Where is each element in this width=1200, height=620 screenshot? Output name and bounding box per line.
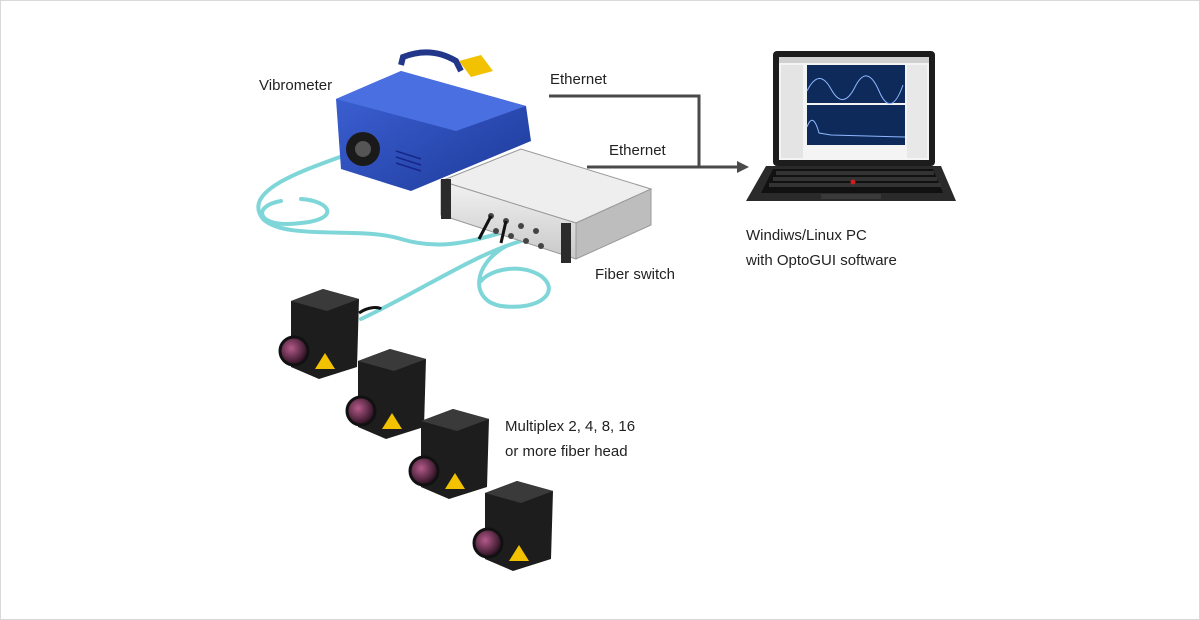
ethernet-line-vibrometer	[549, 94, 701, 167]
fiber-cable-vibrometer	[256, 151, 503, 247]
laptop-pc-icon	[746, 51, 956, 201]
label-ethernet-top: Ethernet	[550, 71, 607, 88]
vibrometer-device-icon	[336, 49, 531, 191]
fiber-sensor-head-icon	[408, 409, 489, 499]
fiber-sensor-head-icon	[345, 349, 426, 439]
ethernet-connections	[549, 94, 749, 173]
fiber-sensor-head-icon	[278, 289, 383, 379]
label-multiplex-line2: or more fiber head	[505, 443, 628, 460]
label-vibrometer: Vibrometer	[259, 77, 333, 94]
label-pc-line2: with OptoGUI software	[746, 252, 897, 269]
label-ethernet-bottom: Ethernet	[609, 142, 666, 159]
label-multiplex-line1: Multiplex 2, 4, 8, 16	[505, 418, 636, 435]
ethernet-arrowhead	[737, 161, 749, 173]
fiber-cables	[256, 151, 551, 321]
fiber-cable-coil-right	[477, 244, 551, 309]
fiber-switch-device-icon	[439, 148, 653, 263]
label-fiber-switch: Fiber switch	[595, 266, 676, 283]
label-pc-line1: Windiws/Linux PC	[746, 227, 867, 244]
fiber-cable-coil-left	[260, 197, 330, 226]
fiber-sensor-head-icon	[472, 481, 553, 571]
